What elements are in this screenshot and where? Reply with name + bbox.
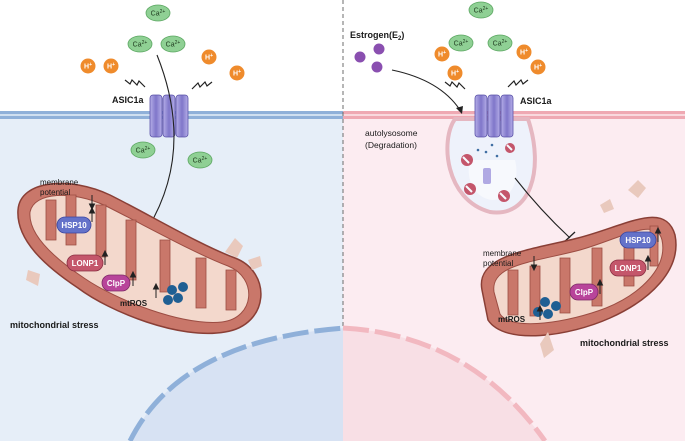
right-proton-zigzags <box>444 78 529 90</box>
calcium-ion: Ca2+ <box>130 141 156 159</box>
estrogen-arrowhead <box>456 106 463 114</box>
left-clpp: ClpP <box>101 274 131 292</box>
calcium-ion: Ca2+ <box>487 34 513 52</box>
right-asic1a-channel <box>474 94 514 184</box>
label-line: potential <box>40 188 70 197</box>
svg-text:H+: H+ <box>205 53 213 62</box>
right-lonp1: LONP1 <box>609 259 647 277</box>
left-nucleus <box>127 325 346 441</box>
left-calcium-ions: Ca2+ Ca2+ Ca2+ Ca2+ Ca2+ <box>127 4 213 169</box>
right-protons: H+ H+ H+ H+ <box>434 44 546 81</box>
right-asic1a-label: ASIC1a <box>520 96 553 106</box>
calcium-ion: Ca2+ <box>448 34 474 52</box>
svg-text:Ca2+: Ca2+ <box>166 40 181 49</box>
proton: H+ <box>530 59 546 75</box>
calcium-ion: Ca2+ <box>145 4 171 22</box>
right-hsp10: HSP10 <box>619 231 657 249</box>
svg-text:H+: H+ <box>438 50 446 59</box>
estrogen-arrow <box>391 69 461 111</box>
left-proton-zigzags <box>124 78 213 90</box>
svg-text:HSP10: HSP10 <box>61 221 87 230</box>
svg-text:Ca2+: Ca2+ <box>151 9 166 18</box>
svg-text:Ca2+: Ca2+ <box>193 156 208 165</box>
calcium-ion: Ca2+ <box>160 35 186 53</box>
left-membrane-potential-label: membrane potential <box>40 178 80 197</box>
svg-text:LONP1: LONP1 <box>72 259 99 268</box>
autolysosome-label: autolysosome(Degradation) <box>365 128 418 150</box>
proton: H+ <box>516 44 532 60</box>
left-asic1a-label: ASIC1a <box>112 95 145 105</box>
left-up-arrows <box>88 206 160 298</box>
calcium-ion-label: Ca2+ <box>474 6 489 15</box>
svg-text:LONP1: LONP1 <box>615 264 642 273</box>
svg-text:H+: H+ <box>233 69 241 78</box>
estrogen-label: Estrogen(E2) <box>350 30 404 42</box>
left-ros-particles <box>163 282 188 305</box>
svg-text:H+: H+ <box>84 62 92 71</box>
proton: H+ <box>447 65 463 81</box>
svg-text:Ca2+: Ca2+ <box>136 146 151 155</box>
right-calcium-ions: Ca2+ Ca2+ Ca2+ <box>448 1 513 52</box>
proton: H+ <box>229 65 245 81</box>
right-up-arrows <box>536 226 662 320</box>
svg-text:H+: H+ <box>107 62 115 71</box>
svg-text:Ca2+: Ca2+ <box>133 40 148 49</box>
left-mtros-label: mtROS <box>120 299 148 308</box>
svg-text:HSP10: HSP10 <box>625 236 651 245</box>
estrogen-molecules <box>354 43 385 73</box>
left-mito-debris <box>26 238 262 286</box>
right-mtros-label: mtROS <box>498 315 526 324</box>
calcium-ion: Ca2+ <box>187 151 213 169</box>
calcium-ion-label: Ca2+ <box>493 39 508 48</box>
svg-text:H+: H+ <box>534 63 542 72</box>
autolysosome-cargo <box>461 143 515 202</box>
svg-text:H+: H+ <box>451 69 459 78</box>
svg-text:ClpP: ClpP <box>575 288 594 297</box>
left-hsp10: HSP10 <box>56 216 92 234</box>
label-line: potential <box>483 259 513 268</box>
right-clpp: ClpP <box>569 283 599 301</box>
right-membrane-potential-label: membrane potential <box>483 249 523 268</box>
svg-text:H+: H+ <box>520 48 528 57</box>
right-stress-label: mitochondrial stress <box>580 338 669 348</box>
left-asic1a-channel <box>149 94 189 138</box>
proton: H+ <box>201 49 217 65</box>
calcium-ion: Ca2+ <box>127 35 153 53</box>
left-lonp1: LONP1 <box>66 254 104 272</box>
calcium-ion: Ca2+ <box>468 1 494 19</box>
left-stress-label: mitochondrial stress <box>10 320 99 330</box>
right-down-arrow <box>530 256 538 272</box>
left-calcium-flux-arrow <box>147 54 175 229</box>
inhibition-line <box>514 177 571 239</box>
proton: H+ <box>80 58 96 74</box>
svg-text:ClpP: ClpP <box>107 279 126 288</box>
proton: H+ <box>434 46 450 62</box>
proton: H+ <box>103 58 119 74</box>
calcium-ion-label: Ca2+ <box>454 39 469 48</box>
left-down-arrow <box>88 195 96 211</box>
right-nucleus <box>342 325 548 441</box>
left-protons: H+ H+ H+ H+ <box>80 49 245 81</box>
right-mito-debris <box>540 180 646 358</box>
